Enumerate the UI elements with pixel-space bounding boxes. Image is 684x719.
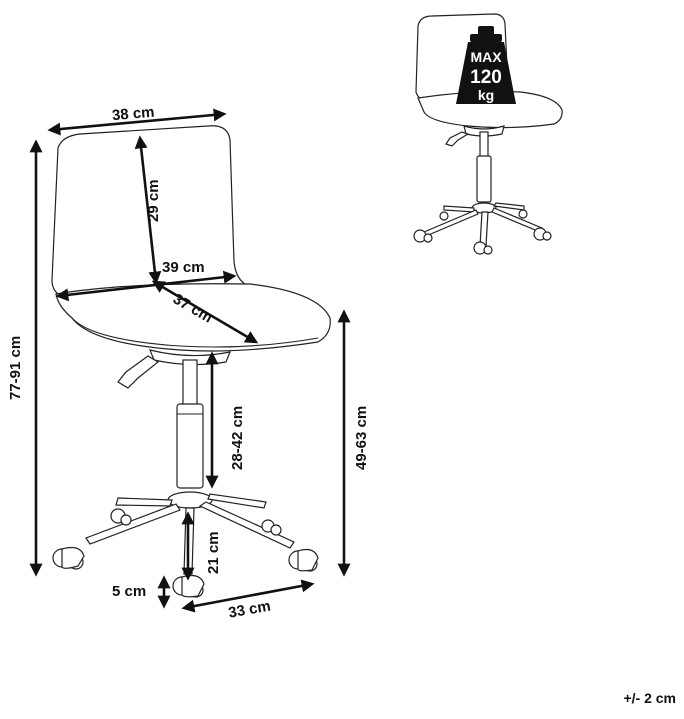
height-lever [117, 355, 160, 389]
weight-icon: MAX 120 kg [456, 26, 516, 104]
label-seat-width: 39 cm [162, 259, 205, 276]
main-chair [51, 125, 331, 598]
gas-column-sleeve [176, 403, 204, 489]
dimension-labels: 38 cm 29 cm 39 cm 37 cm 77-91 cm 49-63 c… [7, 104, 370, 622]
max-load-prefix: MAX [470, 49, 502, 65]
label-seat-back-width: 38 cm [111, 104, 155, 125]
label-back-height: 29 cm [145, 179, 162, 222]
small-chair: MAX 120 kg [413, 13, 563, 255]
label-gas-lift-height: 28-42 cm [229, 406, 246, 470]
gas-column-upper [182, 359, 198, 407]
dimension-lines [29, 108, 351, 613]
label-wheel-height: 5 cm [112, 583, 146, 600]
dim-base-diameter-line [181, 579, 315, 613]
dim-seat-width-line [55, 270, 237, 302]
dim-back-height-line [134, 135, 162, 285]
label-total-height: 77-91 cm [7, 336, 24, 400]
max-load-value: 120 [470, 67, 502, 88]
tolerance-note: +/- 2 cm [623, 690, 676, 706]
label-base-height: 21 cm [205, 531, 222, 574]
dim-seat-depth-line [151, 280, 259, 344]
max-load-unit: kg [478, 87, 494, 103]
label-base-diameter: 33 cm [227, 598, 272, 622]
dim-seat-back-width-line [47, 108, 227, 136]
label-seat-height: 49-63 cm [353, 406, 370, 470]
seat-edge [71, 317, 319, 348]
